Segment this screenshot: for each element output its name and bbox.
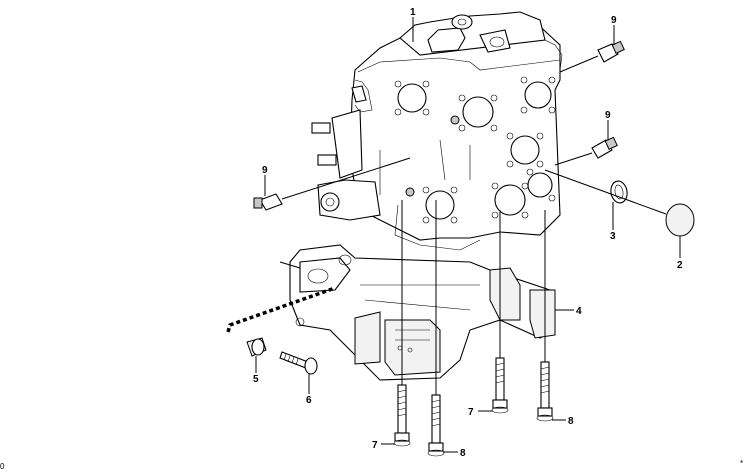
spacer-sleeve xyxy=(246,337,267,357)
sensor-middle-right xyxy=(554,136,618,166)
corner-mark-right: * xyxy=(740,459,743,468)
callout-2: 2 xyxy=(677,260,683,271)
callout-8-left: 8 xyxy=(460,448,466,459)
sensor-left xyxy=(253,157,411,211)
callout-6: 6 xyxy=(306,395,312,406)
valve-block xyxy=(311,11,563,251)
bolt-7-right xyxy=(491,210,509,414)
callout-3: 3 xyxy=(610,231,616,242)
bolt-8-right xyxy=(536,210,554,422)
callout-9-left: 9 xyxy=(262,165,268,176)
sensor-upper-right xyxy=(559,40,625,73)
bolt-7-left xyxy=(393,200,411,447)
screw xyxy=(279,351,318,375)
callout-8-right: 8 xyxy=(568,416,574,427)
callout-9-top: 9 xyxy=(611,15,617,26)
callout-7-right: 7 xyxy=(468,407,474,418)
bolt-8-left xyxy=(427,200,445,457)
callout-1: 1 xyxy=(410,7,416,18)
callout-9-middle: 9 xyxy=(605,110,611,121)
mounting-bracket xyxy=(279,244,556,381)
leader-lines xyxy=(255,17,681,453)
callout-7-left: 7 xyxy=(372,440,378,451)
callout-4: 4 xyxy=(576,306,582,317)
callout-5: 5 xyxy=(253,374,259,385)
seal-ring xyxy=(610,180,628,204)
dashed-alignment-line xyxy=(226,286,336,333)
corner-mark-left: 0 xyxy=(0,462,5,471)
